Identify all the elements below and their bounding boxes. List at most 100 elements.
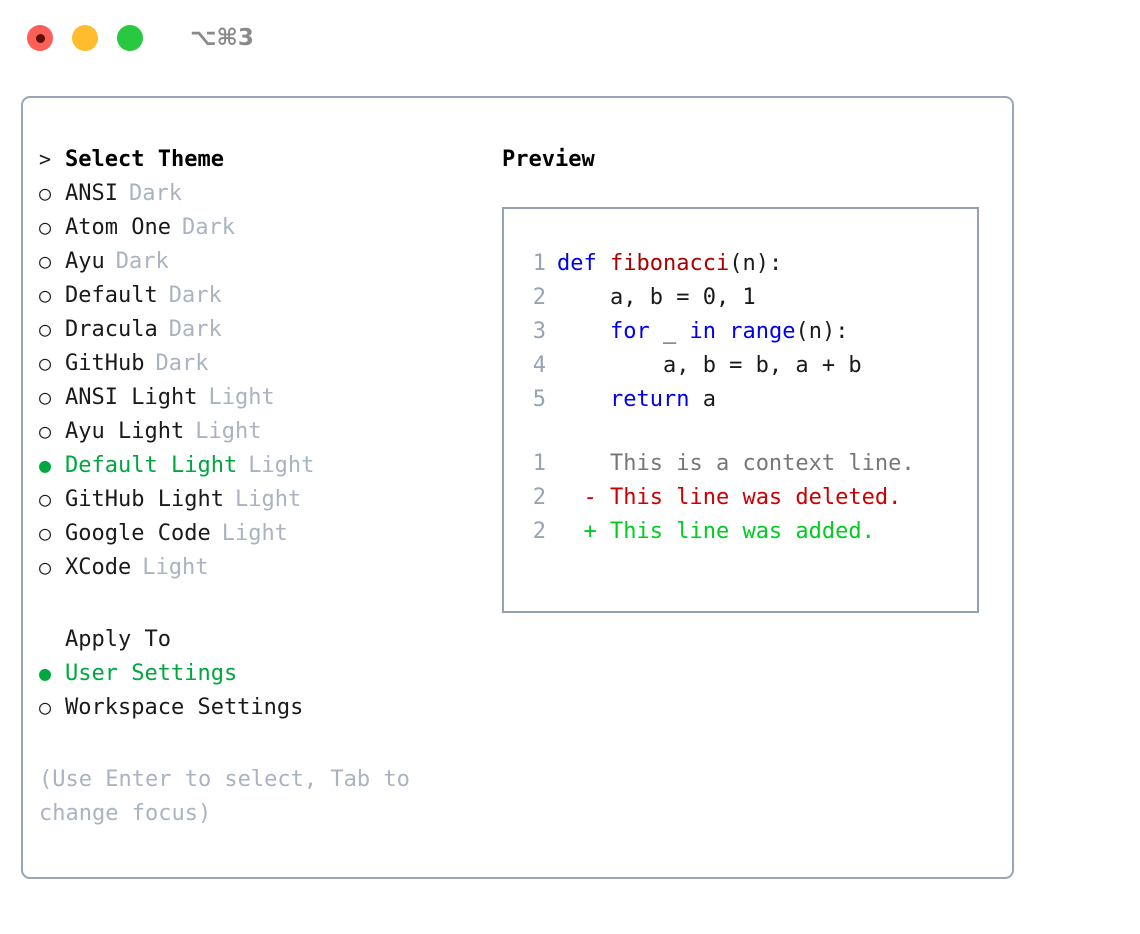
diff-line: 1 This is a context line. <box>518 451 977 485</box>
line-number: 5 <box>532 387 546 412</box>
theme-category-label: Dark <box>168 317 222 342</box>
diff-marker: - <box>557 485 597 510</box>
theme-list-item[interactable]: ○ Default Dark <box>39 283 489 317</box>
theme-category-label: Light <box>142 555 209 580</box>
code-token: a, b = b, a + b <box>557 353 862 378</box>
code-token: fibonacci <box>609 251 730 276</box>
radio-unselected-icon[interactable]: ○ <box>39 283 52 307</box>
diff-line: 2 - This line was deleted. <box>518 485 977 519</box>
code-token: for <box>609 319 650 344</box>
theme-name-label: Ayu <box>65 249 105 274</box>
theme-name-label: ANSI <box>65 181 118 206</box>
code-diff-gap <box>518 421 977 451</box>
theme-category-label: Dark <box>155 351 209 376</box>
theme-name-label: Dracula <box>65 317 158 342</box>
theme-list-item[interactable]: ○ Ayu Dark <box>39 249 489 283</box>
theme-picker-heading-row: > Select Theme <box>39 147 489 181</box>
theme-list-item[interactable]: ○ Ayu Light Light <box>39 419 489 453</box>
theme-list-item[interactable]: ○ ANSI Dark <box>39 181 489 215</box>
diff-text: This line was deleted. <box>596 485 902 510</box>
radio-unselected-icon[interactable]: ○ <box>39 181 52 205</box>
theme-category-label: Dark <box>115 249 169 274</box>
traffic-lights <box>27 25 143 51</box>
theme-name-label: GitHub Light <box>65 487 224 512</box>
theme-name-label: Ayu Light <box>65 419 185 444</box>
radio-unselected-icon[interactable]: ○ <box>39 249 52 273</box>
radio-unselected-icon[interactable]: ○ <box>39 317 52 341</box>
radio-unselected-icon[interactable]: ○ <box>39 351 52 375</box>
maximize-button-icon[interactable] <box>117 25 143 51</box>
apply-to-option[interactable]: ○ Workspace Settings <box>39 695 489 729</box>
theme-category-label: Dark <box>128 181 182 206</box>
radio-unselected-icon[interactable]: ○ <box>39 215 52 239</box>
radio-selected-icon[interactable]: ● <box>39 661 52 685</box>
theme-category-label: Dark <box>181 215 235 240</box>
line-number: 2 <box>532 285 546 310</box>
theme-category-label: Dark <box>168 283 222 308</box>
radio-unselected-icon[interactable]: ○ <box>39 555 52 579</box>
radio-unselected-icon[interactable]: ○ <box>39 487 52 511</box>
line-number: 1 <box>532 451 546 476</box>
theme-name-label: XCode <box>65 555 132 580</box>
theme-list-item[interactable]: ○ GitHub Dark <box>39 351 489 385</box>
diff-line: 2 + This line was added. <box>518 519 977 553</box>
radio-unselected-icon[interactable]: ○ <box>39 385 52 409</box>
code-token: (n): <box>795 319 849 344</box>
keyboard-shortcut-label: ⌥⌘3 <box>190 25 254 51</box>
line-number: 3 <box>532 319 546 344</box>
theme-list-item[interactable]: ○ XCode Light <box>39 555 489 589</box>
code-line: 5 return a <box>518 387 977 421</box>
radio-unselected-icon[interactable]: ○ <box>39 695 52 719</box>
apply-to-heading: Apply To <box>65 627 171 652</box>
theme-category-label: Light <box>195 419 262 444</box>
diff-text: This line was added. <box>596 519 875 544</box>
apply-to-option-label: Workspace Settings <box>65 695 304 720</box>
radio-unselected-icon[interactable]: ○ <box>39 419 52 443</box>
close-button-icon[interactable] <box>27 25 53 51</box>
prompt-caret-icon: > <box>39 147 52 171</box>
page-title: Select Theme <box>65 147 224 172</box>
theme-category-label: Light <box>248 453 315 478</box>
line-number: 2 <box>532 485 546 510</box>
theme-name-label: Default <box>65 283 158 308</box>
theme-category-label: Light <box>221 521 288 546</box>
window-titlebar: ⌥⌘3 <box>0 0 1140 76</box>
keyboard-hint: (Use Enter to select, Tab to change focu… <box>39 767 424 826</box>
theme-list-item[interactable]: ○ Dracula Dark <box>39 317 489 351</box>
theme-list-item[interactable]: ○ Google Code Light <box>39 521 489 555</box>
minimize-button-icon[interactable] <box>72 25 98 51</box>
recording-indicator-icon <box>35 33 45 43</box>
theme-name-label: Google Code <box>65 521 211 546</box>
code-token: in range <box>689 319 796 344</box>
code-token: _ <box>649 319 690 344</box>
diff-marker: + <box>557 519 597 544</box>
radio-unselected-icon[interactable]: ○ <box>39 521 52 545</box>
theme-name-label: Default Light <box>65 453 238 478</box>
code-line: 3 for _ in range(n): <box>518 319 977 353</box>
radio-selected-icon[interactable]: ● <box>39 453 52 477</box>
theme-list-item[interactable]: ● Default Light Light <box>39 453 489 487</box>
line-number: 4 <box>532 353 546 378</box>
code-line: 2 a, b = 0, 1 <box>518 285 977 319</box>
code-token: (n): <box>729 251 783 276</box>
apply-to-list: ●User Settings○ Workspace Settings <box>39 661 489 729</box>
apply-to-heading-row: Apply To <box>39 627 489 661</box>
code-token: return <box>609 387 690 412</box>
theme-name-label: GitHub <box>65 351 145 376</box>
code-token <box>557 319 610 344</box>
diff-text: This is a context line. <box>596 451 915 476</box>
theme-category-label: Light <box>208 385 275 410</box>
hint-gap <box>39 729 489 759</box>
code-token <box>557 387 610 412</box>
section-gap <box>39 589 489 627</box>
diff-sample: 1 This is a context line.2 - This line w… <box>518 451 977 553</box>
apply-to-option[interactable]: ●User Settings <box>39 661 489 695</box>
